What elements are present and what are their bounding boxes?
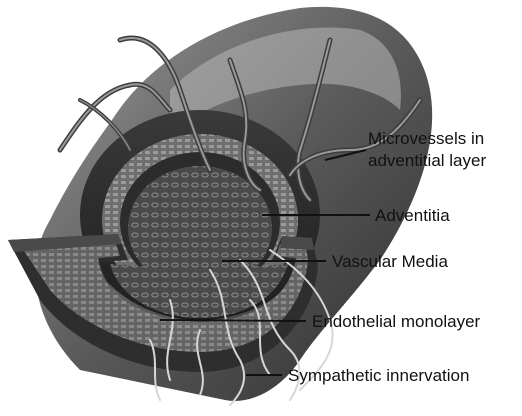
leader-endothelial xyxy=(160,320,306,321)
label-sympathetic-innervation: Sympathetic innervation xyxy=(288,365,469,387)
label-microvessels: Microvessels in adventitial layer xyxy=(368,128,486,172)
label-endothelial-monolayer: Endothelial monolayer xyxy=(312,311,480,333)
label-microvessels-line1: Microvessels in xyxy=(368,128,486,150)
label-adventitia: Adventitia xyxy=(375,205,450,227)
label-vascular-media: Vascular Media xyxy=(332,251,448,273)
label-microvessels-line2: adventitial layer xyxy=(368,150,486,172)
